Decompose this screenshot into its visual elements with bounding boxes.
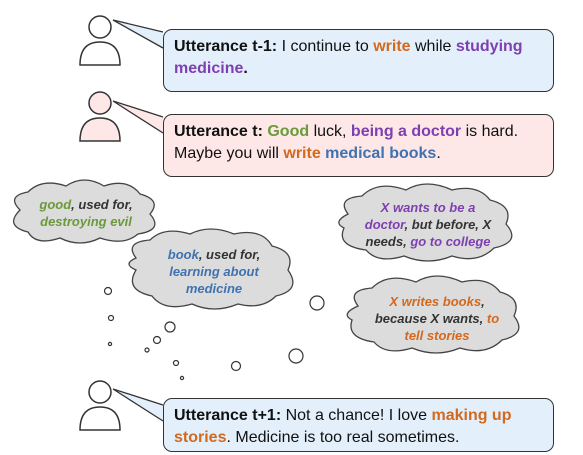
utterance-bubble: Utterance t-1: I continue to write while… <box>163 29 554 92</box>
person-icon-pink <box>79 91 121 142</box>
bubble-tail <box>112 388 164 422</box>
utterance-bubble: Utterance t: Good luck, being a doctor i… <box>163 114 554 177</box>
utterance-label: Utterance t+1: <box>174 407 282 424</box>
person-icon <box>79 15 121 66</box>
thought-cloud-doctor <box>338 183 513 262</box>
thought-text-doctor: X wants to be a doctor, but before, X ne… <box>364 200 492 249</box>
bubble-tail <box>112 19 164 49</box>
utterance-bubble: Utterance t+1: Not a chance! I love maki… <box>163 398 554 452</box>
thought-dots <box>103 286 325 381</box>
thought-text-good: good, used for, destroying evil <box>39 197 133 229</box>
person-icon <box>79 380 121 431</box>
thought-cloud-book <box>128 228 294 310</box>
utterance-label: Utterance t-1: <box>174 38 278 55</box>
utterance-text: Not a chance! I love making up stories. … <box>174 407 512 446</box>
utterance-text: Good luck, being a doctor is hard. Maybe… <box>174 123 519 162</box>
utterance-text: I continue to write while studying medic… <box>174 38 523 77</box>
thought-cloud-good <box>12 179 156 244</box>
thought-cloud-stories <box>346 275 520 354</box>
thought-text-book: book, used for, learning about medicine <box>167 247 261 296</box>
bubble-tail <box>112 100 164 134</box>
utterance-label: Utterance t: <box>174 123 263 140</box>
thought-text-stories: X writes books, because X wants, to tell… <box>374 294 500 343</box>
